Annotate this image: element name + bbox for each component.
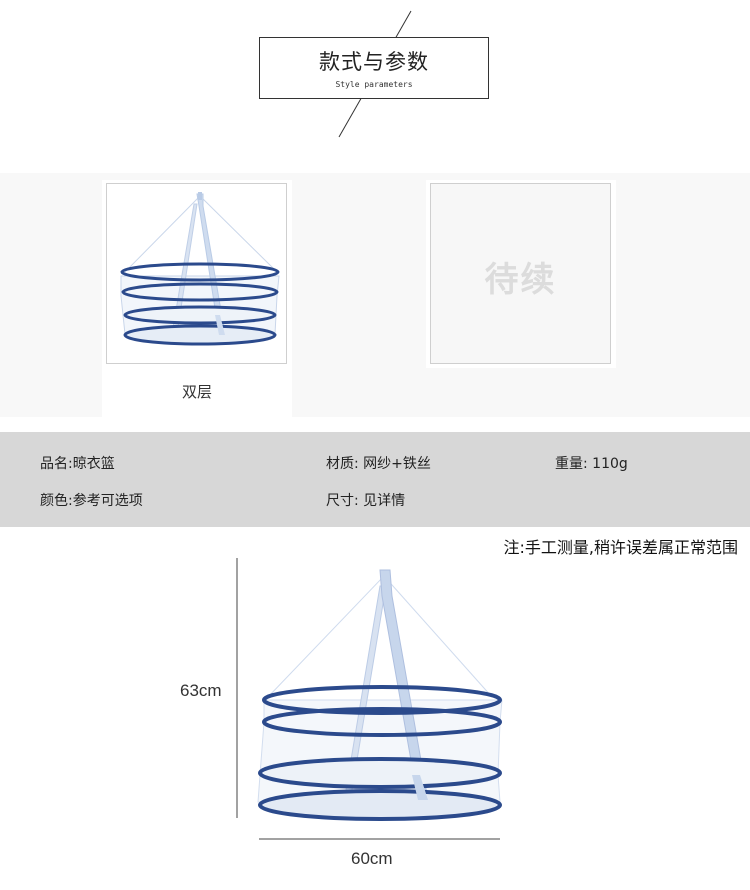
param-material: 材质: 网纱+铁丝 <box>326 456 431 472</box>
parameters-band: 品名:晾衣篮 材质: 网纱+铁丝 重量: 110g 颜色:参考可选项 尺寸: 见… <box>0 432 750 527</box>
section-subtitle: Style parameters <box>335 80 413 89</box>
section-title: 款式与参数 <box>319 50 429 74</box>
style-card-label: 双层 <box>181 383 212 401</box>
section-title-box: 款式与参数 Style parameters <box>259 37 489 99</box>
param-name: 品名:晾衣篮 <box>40 456 115 472</box>
width-label: 60cm <box>351 849 393 868</box>
placeholder-text: 待续 <box>484 260 557 300</box>
placeholder-thumbnail: 待续 <box>430 183 611 364</box>
param-weight: 重量: 110g <box>555 456 628 472</box>
param-color: 颜色:参考可选项 <box>40 493 143 509</box>
param-size: 尺寸: 见详情 <box>326 493 406 509</box>
style-card-placeholder[interactable]: 待续 <box>426 180 616 368</box>
drying-basket-large-image <box>257 569 503 821</box>
measurement-note: 注:手工测量,稍许误差属正常范围 <box>503 538 738 557</box>
style-card-double[interactable]: 双层 <box>102 180 292 417</box>
height-label: 63cm <box>180 681 222 700</box>
basket-thumbnail <box>106 183 287 364</box>
drying-basket-image <box>120 192 280 346</box>
dimension-diagram <box>236 558 503 840</box>
